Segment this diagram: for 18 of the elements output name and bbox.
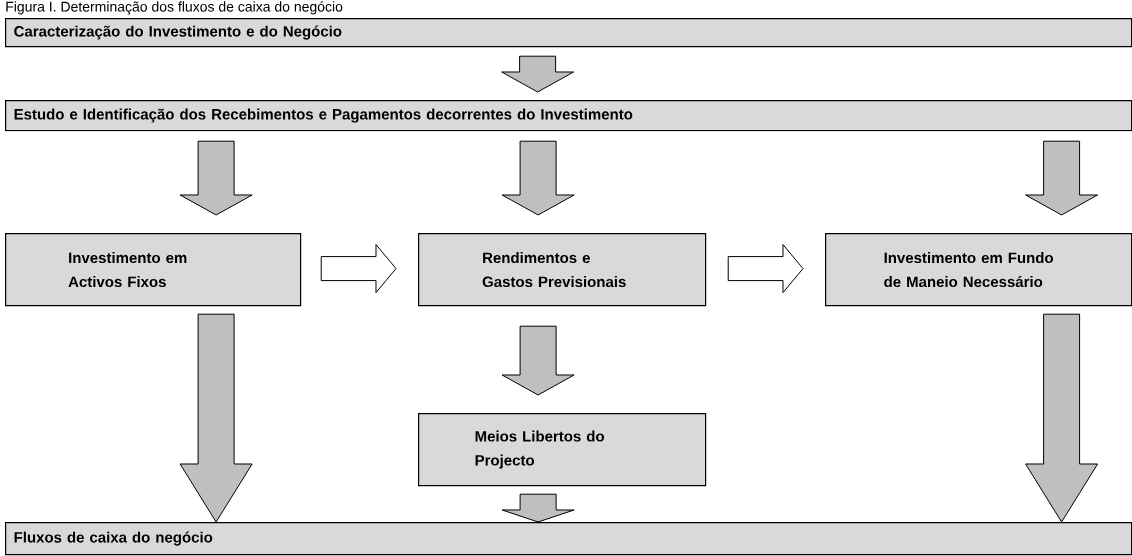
figure-title: Figura I. Determinação dos fluxos de caixa do negócio [6, 1, 343, 15]
block-arrow [179, 140, 253, 216]
block-arrow [501, 493, 575, 523]
process-box: Caracterização do Investimento e do Negócio [5, 18, 1132, 48]
process-box: Meios Libertos do Projecto [418, 413, 707, 487]
process-box: Estudo e Identificação dos Recebimentos e Pagamentos decorrentes do Investimento [5, 100, 1132, 132]
block-arrow [1025, 140, 1099, 216]
block-arrow [501, 140, 575, 216]
block-arrow [727, 244, 804, 294]
block-arrow [501, 325, 575, 396]
block-arrow [179, 313, 253, 523]
process-box: Fluxos de caixa do negócio [5, 522, 1132, 556]
block-arrow [501, 55, 575, 93]
process-box: Investimento em Fundo de Maneio Necessário [825, 233, 1132, 307]
block-arrow [1025, 313, 1099, 523]
block-arrow [320, 244, 397, 294]
process-box: Investimento em Activos Fixos [5, 233, 302, 307]
process-box: Rendimentos e Gastos Previsionais [418, 233, 707, 307]
